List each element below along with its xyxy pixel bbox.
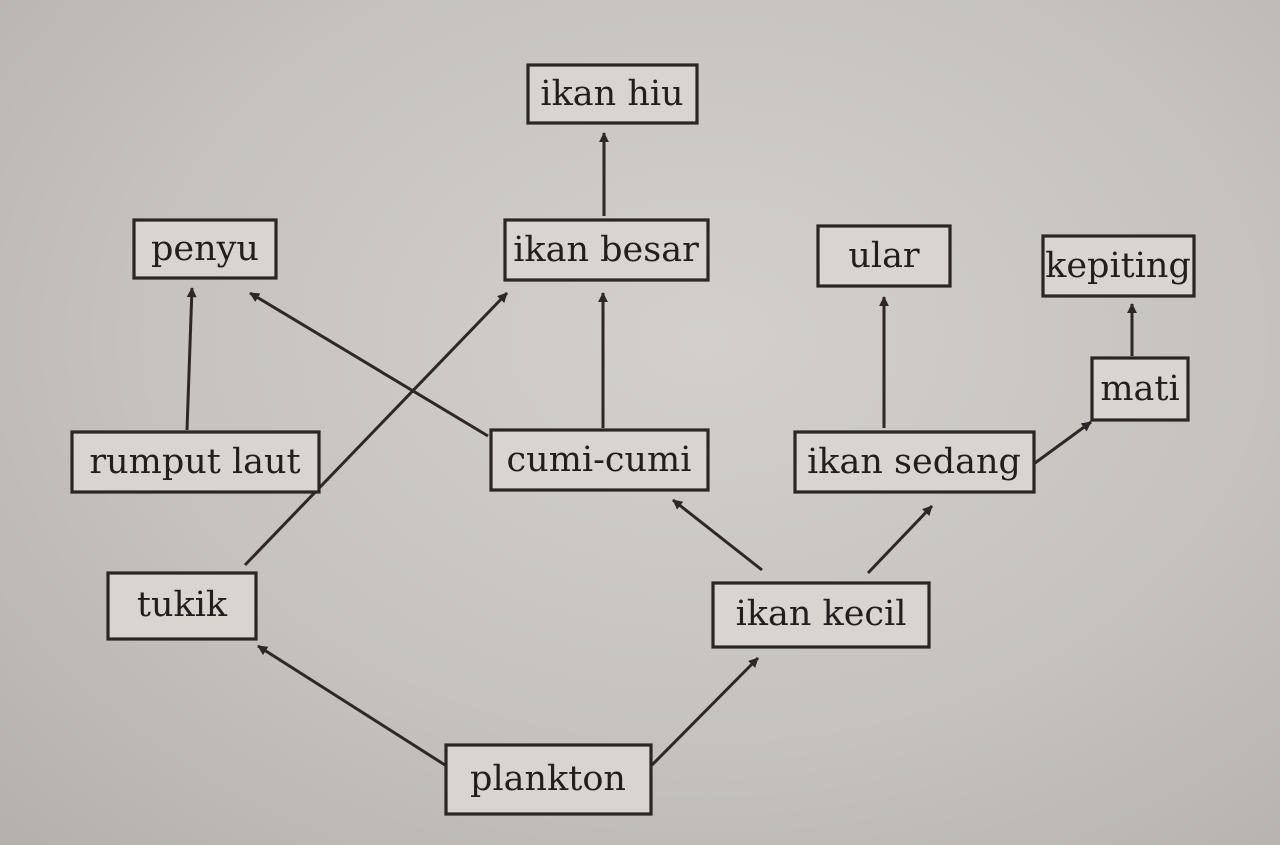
node-box	[526, 63, 699, 125]
node-kepiting: kepiting	[1041, 234, 1196, 298]
edge-ikan-kecil-to-cumi-cumi	[672, 498, 763, 572]
node-box	[816, 224, 952, 288]
node-ikan-sedang: ikan sedang	[793, 430, 1036, 494]
node-box	[70, 430, 321, 494]
node-box	[1090, 356, 1190, 422]
node-tukik: tukik	[106, 571, 258, 641]
node-label-ikan-kecil: ikan kecil	[736, 594, 907, 634]
edges	[185, 132, 1137, 767]
node-label-ikan-hiu: ikan hiu	[540, 74, 683, 114]
node-box	[106, 571, 258, 641]
node-label-plankton: plankton	[470, 759, 626, 799]
node-penyu: penyu	[132, 218, 278, 280]
nodes: ikan hiu penyu ikan besar ular kepiting …	[70, 63, 1196, 816]
node-label-kepiting: kepiting	[1045, 246, 1191, 286]
node-ikan-hiu: ikan hiu	[526, 63, 699, 125]
node-ikan-kecil: ikan kecil	[711, 581, 931, 649]
node-box	[503, 218, 710, 282]
edge-plankton-to-ikan-kecil	[650, 656, 760, 767]
node-label-rumput-laut: rumput laut	[89, 442, 300, 482]
node-box	[489, 428, 710, 492]
node-box	[132, 218, 278, 280]
node-mati: mati	[1090, 356, 1190, 422]
node-label-ikan-besar: ikan besar	[513, 230, 699, 270]
edge-tukik-to-ikan-besar	[243, 291, 509, 567]
node-label-mati: mati	[1100, 369, 1179, 409]
node-label-tukik: tukik	[137, 585, 228, 625]
node-box	[793, 430, 1036, 494]
node-plankton: plankton	[444, 743, 653, 816]
node-box	[1041, 234, 1196, 298]
node-ikan-besar: ikan besar	[503, 218, 710, 282]
node-rumput-laut: rumput laut	[70, 430, 321, 494]
node-label-ular: ular	[848, 236, 920, 276]
node-label-penyu: penyu	[151, 229, 259, 269]
node-box	[444, 743, 653, 816]
node-label-cumi-cumi: cumi-cumi	[507, 440, 692, 480]
node-cumi-cumi: cumi-cumi	[489, 428, 710, 492]
node-box	[711, 581, 931, 649]
edge-ikan-sedang-to-mati	[1034, 420, 1092, 465]
node-ular: ular	[816, 224, 952, 288]
edge-rumput-laut-to-penyu	[185, 287, 197, 431]
node-label-ikan-sedang: ikan sedang	[807, 442, 1021, 482]
edge-plankton-to-tukik	[257, 644, 446, 767]
edge-ikan-kecil-to-ikan-sedang	[866, 504, 934, 575]
edge-cumi-cumi-to-penyu	[249, 291, 489, 438]
